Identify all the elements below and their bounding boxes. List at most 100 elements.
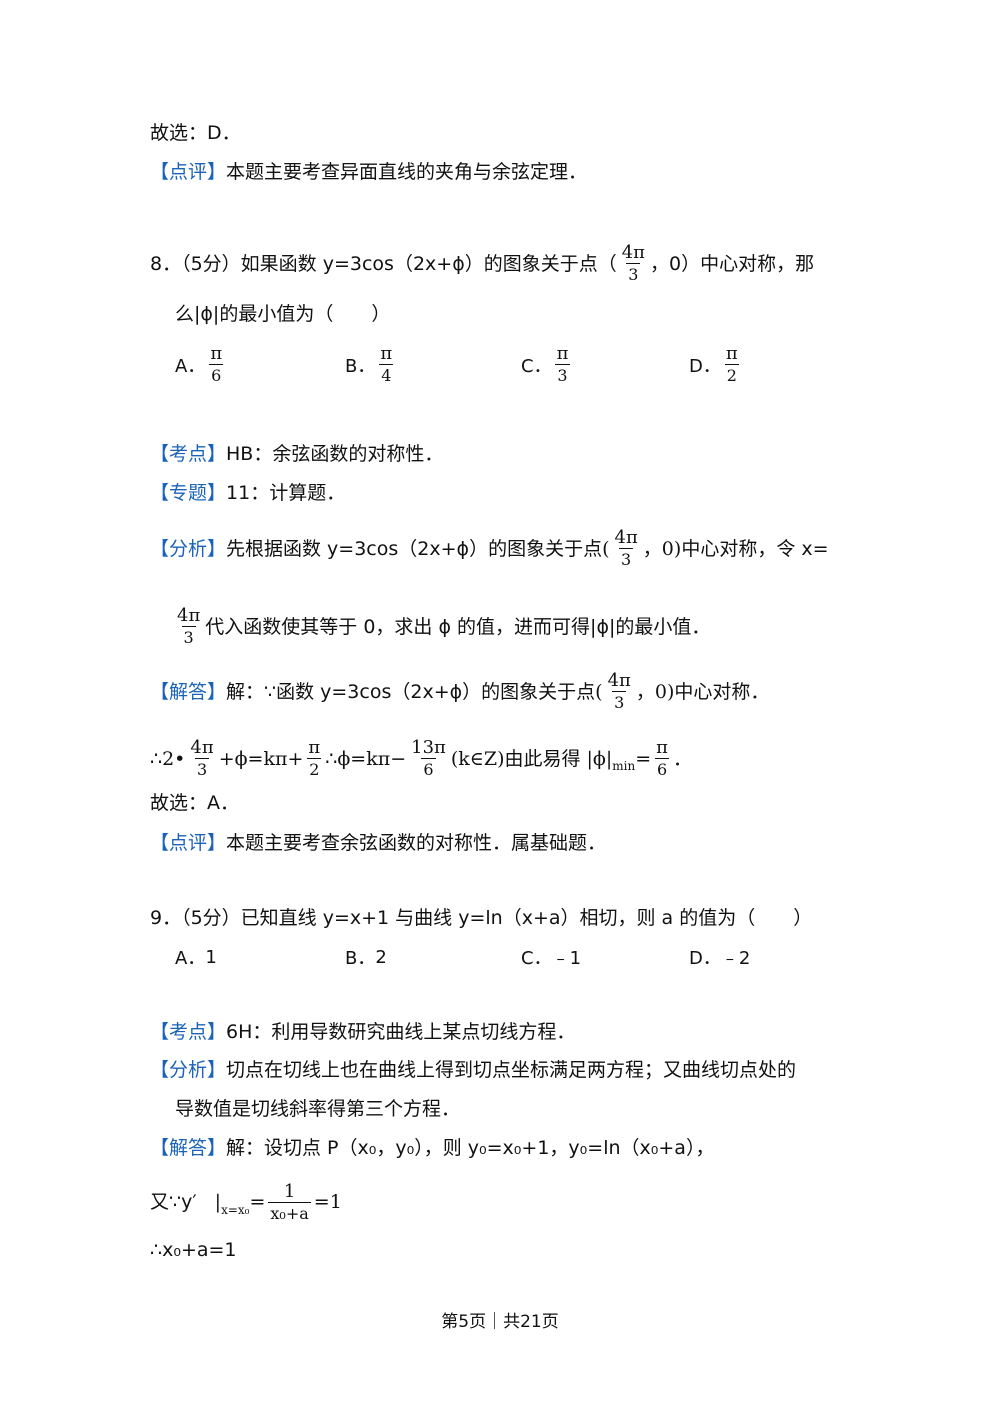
fraction-numerator: π	[725, 343, 738, 364]
fraction-denominator: 3	[555, 364, 570, 385]
fenxi2-fraction: 4π 3	[175, 605, 202, 648]
fraction-numerator: π	[556, 343, 569, 364]
fraction-numerator: 4π	[177, 605, 201, 626]
eq1-fraction: 1 x₀+a	[268, 1180, 311, 1224]
q9-result-line: ∴x₀+a=1	[150, 1236, 237, 1264]
fraction-denominator: 3	[619, 548, 634, 569]
fraction-numerator: 4π	[614, 527, 638, 548]
option-label: B．	[345, 355, 376, 377]
option-value: ﹣1	[551, 948, 582, 969]
q8-jieda-line: 【解答】 解：∵函数 y=3cos（2x+ϕ）的图象关于点 ( 4π 3 ，0)…	[150, 670, 769, 713]
q8-option-d[interactable]: D． π 2	[689, 343, 743, 386]
eq-part-g: =	[635, 747, 652, 770]
eq-fraction-4: π 6	[654, 737, 670, 780]
q9-option-a[interactable]: A． 1	[175, 944, 217, 970]
fraction-denominator: 6	[209, 364, 224, 385]
fenxi-text-b: 导数值是切线斜率得第三个方程．	[175, 1098, 461, 1120]
fenxi-tag: 【分析】	[150, 537, 227, 560]
option-value: ﹣2	[720, 948, 751, 969]
fenxi-text-b: ，0)	[642, 537, 682, 560]
q8-option-a[interactable]: A． π 6	[175, 343, 227, 386]
jieda-fraction: 4π 3	[606, 670, 633, 713]
q8-fenxi-line2: 4π 3 代入函数使其等于 0，求出 ϕ 的值，进而可得|ϕ|的最小值．	[172, 605, 710, 648]
jieda-text-a: 解：∵函数 y=3cos（2x+ϕ）的图象关于点	[226, 680, 596, 703]
fraction-numerator: 13π	[411, 737, 446, 758]
fraction-numerator: π	[656, 737, 668, 758]
q9-stem: 9．（5分）已知直线 y=x+1 与曲线 y=ln（x+a）相切，则 a 的值为…	[150, 907, 813, 929]
q8-stem-fraction: 4π 3	[620, 242, 647, 285]
fraction-denominator: 2	[307, 758, 322, 779]
eq-part-a: ∴2•	[150, 747, 186, 770]
q9-option-c[interactable]: C． ﹣1	[521, 944, 581, 970]
fenxi-fraction: 4π 3	[613, 527, 640, 570]
kaodian-text: HB：余弦函数的对称性．	[226, 443, 444, 465]
review-tag: 【点评】	[150, 832, 227, 854]
q8-stem-a: 8．（5分）如果函数 y=3cos（2x+ϕ）的图象关于点（	[150, 252, 617, 275]
review-tag: 【点评】	[150, 161, 227, 183]
q8-fenxi-line1: 【分析】 先根据函数 y=3cos（2x+ϕ）的图象关于点 ( 4π 3 ，0)…	[150, 527, 829, 570]
fraction-numerator: π	[308, 737, 321, 758]
fenxi-text-a: 切点在切线上也在曲线上得到切点坐标满足两方程；又曲线切点处的	[226, 1059, 797, 1081]
q9-stem-line: 9．（5分）已知直线 y=x+1 与曲线 y=ln（x+a）相切，则 a 的值为…	[150, 904, 812, 932]
answer-text: 故选：A．	[150, 792, 239, 814]
q8-zhuanti-line: 【专题】 11：计算题．	[150, 479, 345, 507]
option-label: A．	[175, 948, 206, 969]
q8-kaodian-line: 【考点】 HB：余弦函数的对称性．	[150, 440, 443, 468]
review-text: 本题主要考查异面直线的夹角与余弦定理．	[226, 161, 588, 183]
option-label: A．	[175, 355, 206, 377]
eq1-part-a: 又∵y′	[150, 1191, 197, 1213]
q9-option-d[interactable]: D． ﹣2	[689, 944, 750, 970]
option-fraction: π 4	[378, 343, 394, 386]
q8-stem-b: ，0）中心对称，那	[650, 252, 815, 275]
jieda-text-b: ，0)	[635, 680, 675, 703]
answer-line-prev: 故选：D．	[150, 119, 241, 147]
answer-text: 故选：D．	[150, 122, 241, 144]
eq-part-e: 由此易得	[504, 747, 581, 770]
zhuanti-tag: 【专题】	[150, 482, 227, 504]
jieda-tag: 【解答】	[150, 680, 227, 703]
q9-option-b[interactable]: B． 2	[345, 944, 387, 970]
eq1-bar: |	[214, 1191, 222, 1213]
option-label: D．	[689, 355, 721, 377]
fenxi-tag: 【分析】	[150, 1059, 227, 1081]
paren-open: (	[602, 537, 610, 560]
jieda-text-c: 中心对称．	[674, 680, 770, 703]
eq1-subscript: x=x₀	[221, 1203, 250, 1217]
fraction-denominator: 3	[194, 758, 210, 779]
option-fraction: π 6	[208, 343, 224, 386]
q8-answer-line: 故选：A．	[150, 789, 239, 817]
fraction-denominator: 6	[654, 758, 670, 779]
eq-part-d: (k∈Z)	[450, 747, 505, 770]
fraction-numerator: 1	[283, 1180, 296, 1202]
eq-part-b: +ϕ=kπ+	[218, 747, 304, 770]
page-footer: 第5页｜共21页	[441, 1312, 559, 1332]
eq2-text: ∴x₀+a=1	[150, 1239, 237, 1261]
option-label: C．	[521, 948, 552, 969]
fenxi-text-a: 先根据函数 y=3cos（2x+ϕ）的图象关于点	[226, 537, 603, 560]
eq-subscript-min: min	[612, 758, 636, 773]
fraction-denominator: 6	[421, 758, 436, 779]
eq-fraction-3: 13π 6	[409, 737, 448, 780]
eq-fraction-2: π 2	[306, 737, 322, 780]
q8-review-line: 【点评】 本题主要考查余弦函数的对称性．属基础题．	[150, 829, 606, 857]
jieda-tag: 【解答】	[150, 1137, 227, 1159]
q8-option-c[interactable]: C． π 3	[521, 343, 573, 386]
option-value: 1	[205, 946, 217, 968]
q9-jieda-line: 【解答】 解：设切点 P（x₀，y₀），则 y₀=x₀+1，y₀=ln（x₀+a…	[150, 1134, 714, 1162]
fraction-denominator: x₀+a	[268, 1201, 311, 1223]
q8-stem-line2: 么|ϕ|的最小值为（ ）	[175, 300, 390, 328]
fraction-numerator: π	[380, 343, 393, 364]
fraction-numerator: 4π	[607, 670, 631, 691]
option-fraction: π 2	[724, 343, 740, 386]
fraction-denominator: 4	[379, 364, 394, 385]
fraction-denominator: 3	[612, 691, 627, 712]
kaodian-tag: 【考点】	[150, 1021, 227, 1043]
q8-option-b[interactable]: B． π 4	[345, 343, 397, 386]
q8-equation-line: ∴2• 4π 3 +ϕ=kπ+ π 2 ∴ϕ=kπ− 13π 6 (k∈Z) 由…	[150, 737, 692, 780]
fraction-denominator: 2	[724, 364, 739, 385]
option-value: 2	[375, 946, 387, 968]
q8-stem-line1: 8．（5分）如果函数 y=3cos（2x+ϕ）的图象关于点（ 4π 3 ，0）中…	[150, 242, 814, 285]
fenxi-text-c: 中心对称，令 x=	[681, 537, 829, 560]
q8-stem-c: 么|ϕ|的最小值为（ ）	[175, 303, 391, 325]
eq-part-h: ．	[672, 747, 692, 770]
